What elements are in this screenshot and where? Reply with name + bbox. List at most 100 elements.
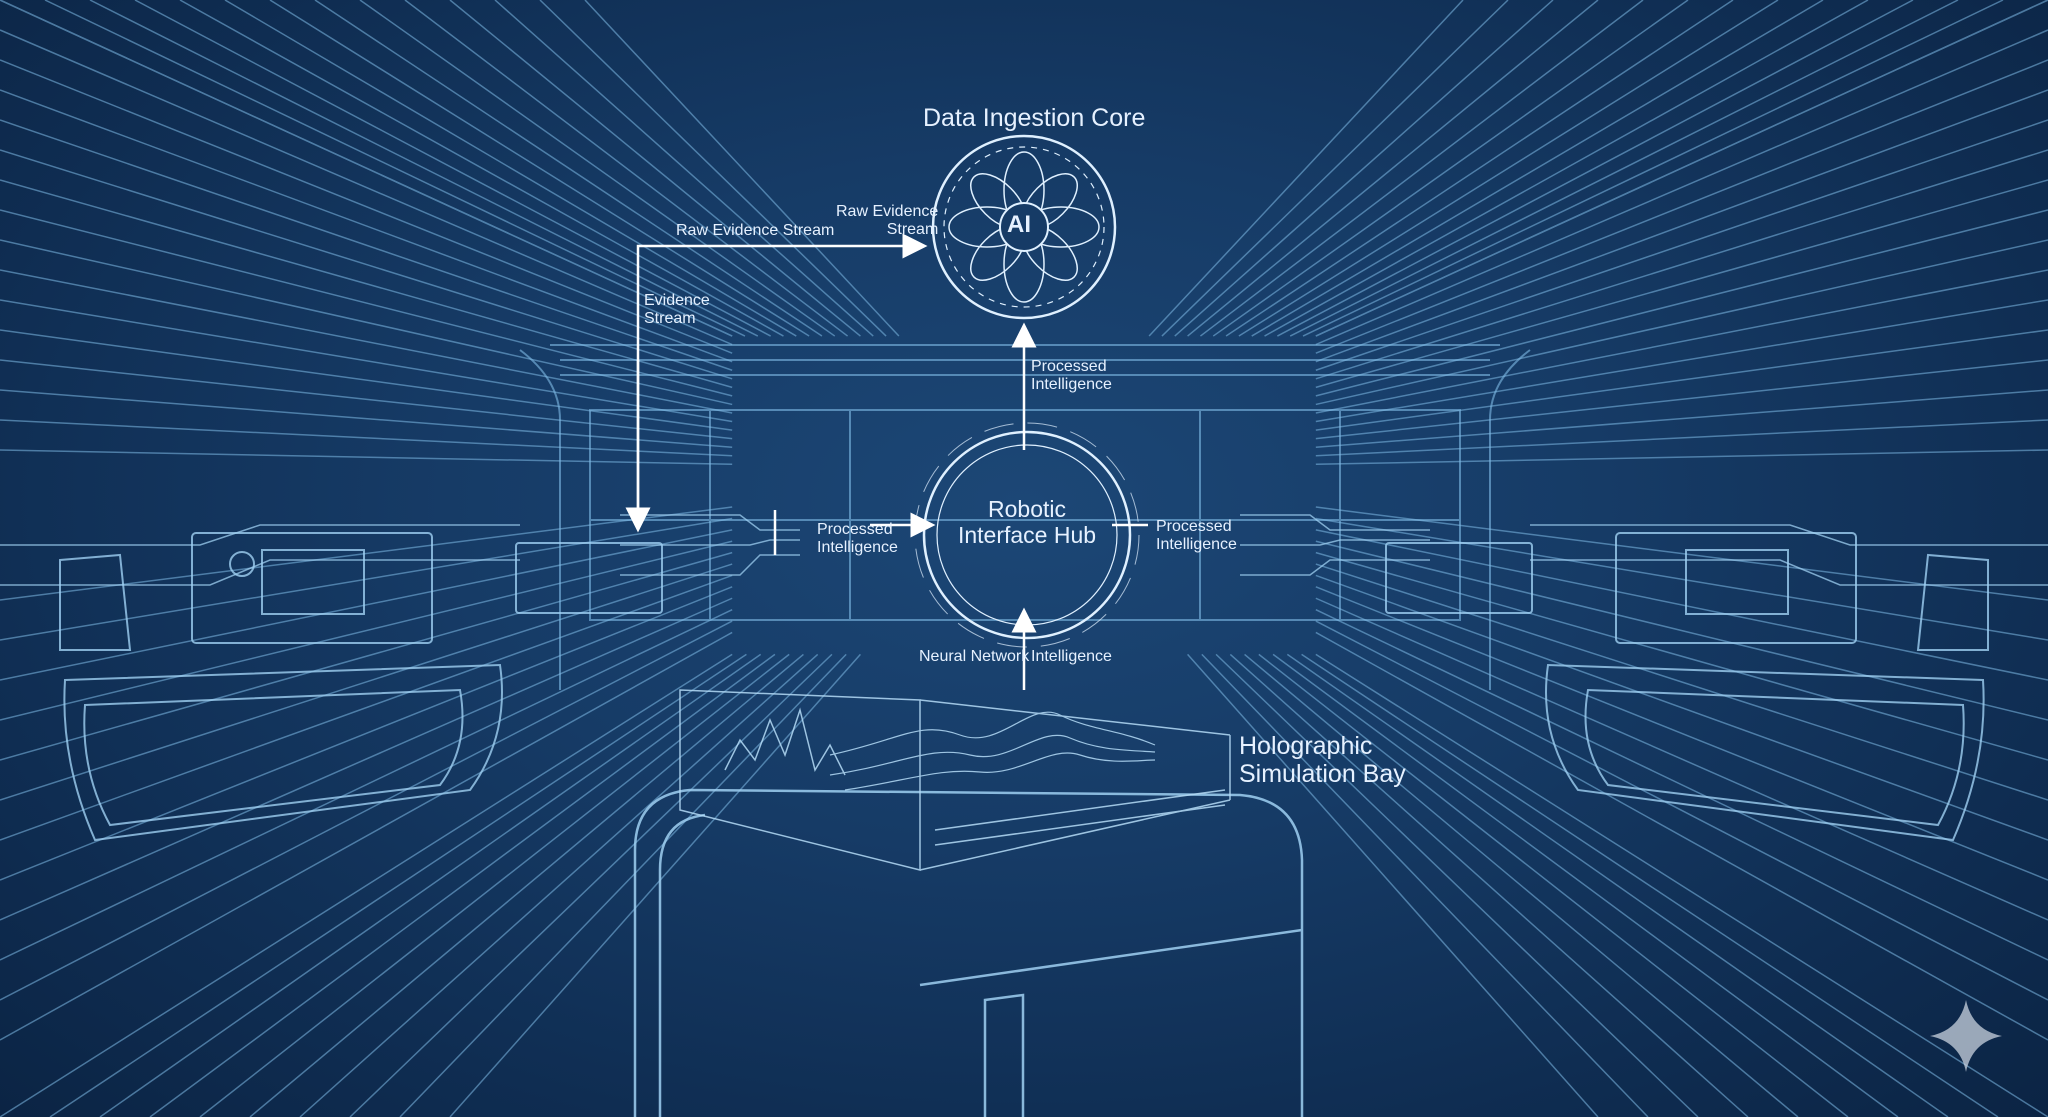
rail-line [1315,563,2048,801]
rail-line [1161,0,1509,337]
rail-line [0,608,733,961]
rail-line [299,653,819,1117]
core-title: Data Ingestion Core [923,104,1146,132]
rail-line [1289,0,1959,337]
rail-line [1315,149,2048,380]
neural-network-label: Neural Network [919,648,1030,665]
processed-left-label: Processed Intelligence [817,521,898,556]
rail-line [0,517,733,641]
rail-line [0,620,733,1001]
rail-line [0,586,733,881]
rail-line [314,0,823,337]
rail-line [0,574,733,841]
processed-right-label: Processed Intelligence [1156,518,1237,553]
rail-line [0,449,733,466]
rail-line [99,653,762,1117]
rail-line [1301,653,1999,1117]
hub-label: Robotic Interface Hub [957,496,1097,548]
rail-line [149,653,776,1117]
rail-line [0,359,733,440]
flower-ai-icon [948,151,1100,303]
simulation-pedestal [633,788,1304,1117]
rail-line [1315,620,2048,1001]
rail-line [1229,653,1749,1117]
rail-line [0,29,733,346]
left-console [59,532,663,842]
rail-line [1315,419,2048,457]
rail-line [1315,329,2048,431]
rail-line [1251,0,1824,337]
circuit-traces [0,514,2048,586]
rail-line [1315,119,2048,371]
rail-line [89,0,759,337]
rail-line [0,59,733,354]
rail-line [1238,0,1779,337]
rail-line [0,653,733,1117]
rail-line [1187,653,1599,1117]
rail-line [449,0,861,337]
rail-line [1302,0,2004,337]
rail-line [269,0,810,337]
rail-line [0,419,733,457]
rail-line [584,0,900,337]
flow-arrows [625,233,1148,690]
rail-line [0,149,733,380]
rail-line [199,653,790,1117]
rail-line [1315,179,2048,389]
rail-line [1315,239,2048,406]
rail-line [359,0,836,337]
rail-line [1225,0,1734,337]
rail-line [1315,574,2048,841]
rail-line [1315,0,2048,337]
neural-intelligence-label: Intelligence [1031,648,1112,665]
rail-line [1258,653,1849,1117]
rail-line [134,0,771,337]
rail-line [0,540,733,721]
rail-line [1315,529,2048,681]
rail-line [0,179,733,389]
rail-line [1315,608,2048,961]
rail-line [1315,359,2048,440]
rail-line [0,0,733,337]
rail-line [0,89,733,363]
rail-line [1315,540,2048,721]
rail-line [1199,0,1644,337]
rail-line [0,299,733,423]
rail-line [1315,449,2048,466]
rail-line [1215,653,1699,1117]
rail-line [539,0,887,337]
rail-line [494,0,874,337]
rail-line [1244,653,1799,1117]
rail-line [1315,653,2048,1117]
rail-line [1315,209,2048,397]
rail-line [1277,0,1914,337]
data-ingestion-core [931,134,1117,320]
rail-line [179,0,784,337]
rail-line [449,653,861,1117]
rail-line [1264,0,1869,337]
rail-line [44,0,746,337]
raw-evidence-top-label: Raw Evidence Stream [676,222,835,239]
rail-line [1315,299,2048,423]
rail-line [1201,653,1649,1117]
rail-line [0,269,733,414]
rail-line [1286,653,1949,1117]
core-badge: AI [1007,211,1031,238]
rail-line [0,209,733,397]
rail-line [1315,586,2048,881]
rail-line [349,653,833,1117]
rail-line [224,0,797,337]
rail-line [0,239,733,406]
rail-line [404,0,849,337]
raw-evidence-core-label: Raw Evidence Stream [836,203,939,238]
evidence-stream-label: Evidence Stream [644,292,710,327]
rail-line [1212,0,1689,337]
rail-line [0,329,733,431]
rail-line [0,631,733,1041]
holo-label: Holographic Simulation Bay [1239,732,1406,788]
processed-up-label: Processed Intelligence [1031,358,1112,393]
rail-line [1315,59,2048,354]
right-console [1385,532,1989,842]
